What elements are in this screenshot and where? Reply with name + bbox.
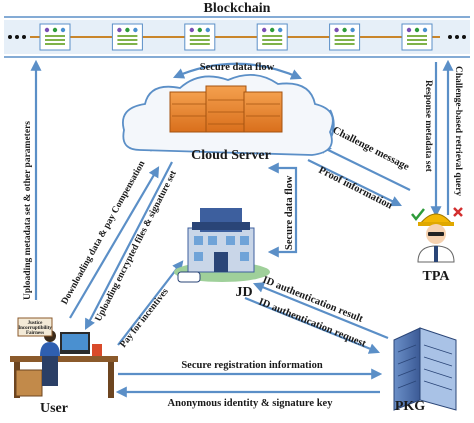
chain-block <box>256 23 288 51</box>
cloud-server-label: Cloud Server <box>191 148 271 163</box>
label-challenge-query: Challenge-based retrieval query <box>453 66 463 196</box>
auditor-person-icon <box>417 213 455 263</box>
user-label: User <box>40 401 68 416</box>
label-proof-information: Proof information <box>317 165 394 212</box>
label-uploading-metadata: Uploading metadata set & other parameter… <box>23 121 33 300</box>
arrow-pay-incentives <box>117 260 184 346</box>
label-response-metadata: Response metadata set <box>423 80 433 173</box>
chain-block <box>39 23 71 51</box>
chain-dots-right <box>448 35 466 39</box>
arrow-challenge-message <box>316 143 411 191</box>
arrow-secure-jd <box>267 162 298 258</box>
chain-block <box>184 23 216 51</box>
blockchain-title: Blockchain <box>204 1 271 16</box>
label-secure-jd: Secure data flow <box>284 175 295 250</box>
check-icon <box>411 208 425 222</box>
label-secure-registration: Secure registration information <box>181 360 323 371</box>
police-station-icon <box>174 208 270 283</box>
board-text: Justice Incorruptibility Fairness <box>18 321 52 336</box>
label-anonymous-identity: Anonymous identity & signature key <box>168 398 334 409</box>
arrow-secure-top <box>172 62 303 80</box>
svg-text:Fairness: Fairness <box>26 331 44 336</box>
arrow-id-auth-result <box>252 282 389 340</box>
server-rack-icon <box>169 85 283 133</box>
chain-blocks <box>39 23 433 51</box>
chain-block <box>329 23 361 51</box>
arrow-downloading <box>69 166 160 319</box>
pkg-label: PKG <box>395 399 425 414</box>
label-uploading-files: Uploading encrypted files & signature se… <box>94 168 180 323</box>
jd-label: JD <box>235 285 252 300</box>
arrow-id-auth-request <box>244 296 381 354</box>
svg-text:Incorruptibility: Incorruptibility <box>18 326 52 331</box>
blockchain-bar: Blockchain <box>4 1 470 58</box>
svg-text:Justice: Justice <box>28 321 44 326</box>
arrow-proof-information <box>307 159 402 207</box>
server-tower-icon <box>393 327 457 411</box>
cloud-server: Cloud Server <box>122 74 334 163</box>
chain-block <box>111 23 143 51</box>
user-desk-icon <box>10 317 118 398</box>
label-secure-top: Secure data flow <box>200 62 275 73</box>
label-challenge-message: Challenge message <box>331 125 411 173</box>
cross-icon <box>453 207 463 217</box>
chain-dots-left <box>8 35 26 39</box>
arrow-uploading-files <box>84 161 173 330</box>
tpa-label: TPA <box>423 269 451 284</box>
chain-block <box>401 23 433 51</box>
label-pay-incentives: Pay for incentives <box>118 287 170 350</box>
